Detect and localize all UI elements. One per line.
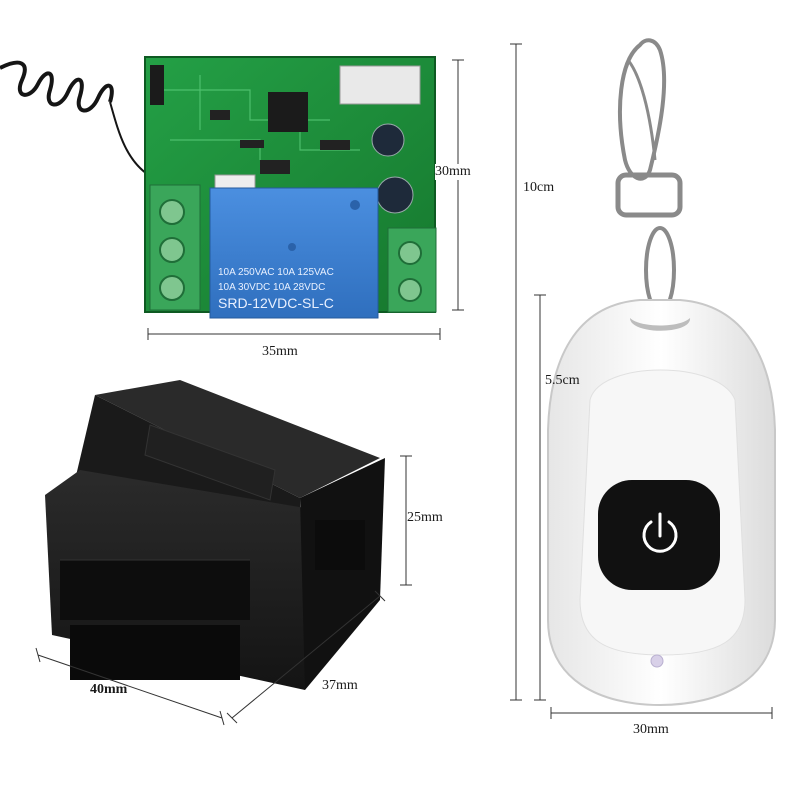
capacitor [371,123,405,157]
key-ring-icon [615,38,683,314]
remote-fob [547,299,776,707]
enclosure-height-label: 25mm [407,510,443,525]
enclosure-depth-label: 37mm [322,678,358,693]
board-height-label: 30mm [435,164,471,180]
ic-chip [268,92,308,132]
led-indicator [650,654,664,668]
relay: 10A 250VAC 10A 125VAC 10A 30VDC 10A 28VD… [209,187,379,319]
jumper-header [150,65,164,105]
relay-rating-line1: 10A 250VAC 10A 125VAC [218,267,334,278]
enclosure-dimension-lines [35,455,412,726]
receiver-board: 10A 250VAC 10A 125VAC 10A 30VDC 10A 28VD… [144,56,437,319]
board-dimension-lines [147,59,464,340]
relay-model: SRD-12VDC-SL-C [218,295,334,311]
terminal-block-left [149,184,201,311]
terminal-block-right [387,227,437,313]
board-width-label: 35mm [262,344,298,359]
relay-rating-line2: 10A 30VDC 10A 28VDC [218,282,325,293]
enclosure-clip [60,560,250,620]
remote-dimension-lines [510,43,773,719]
enclosure-width-label: 40mm [90,682,128,697]
receiver-enclosure [45,380,385,690]
remote-body-length-label: 5.5cm [545,373,580,388]
power-icon [642,512,678,553]
rf-module [339,65,421,105]
remote-total-length-label: 10cm [523,180,555,195]
remote-width-label: 30mm [633,722,669,737]
spring-antenna-icon [0,60,151,177]
capacitor-2 [376,176,414,214]
